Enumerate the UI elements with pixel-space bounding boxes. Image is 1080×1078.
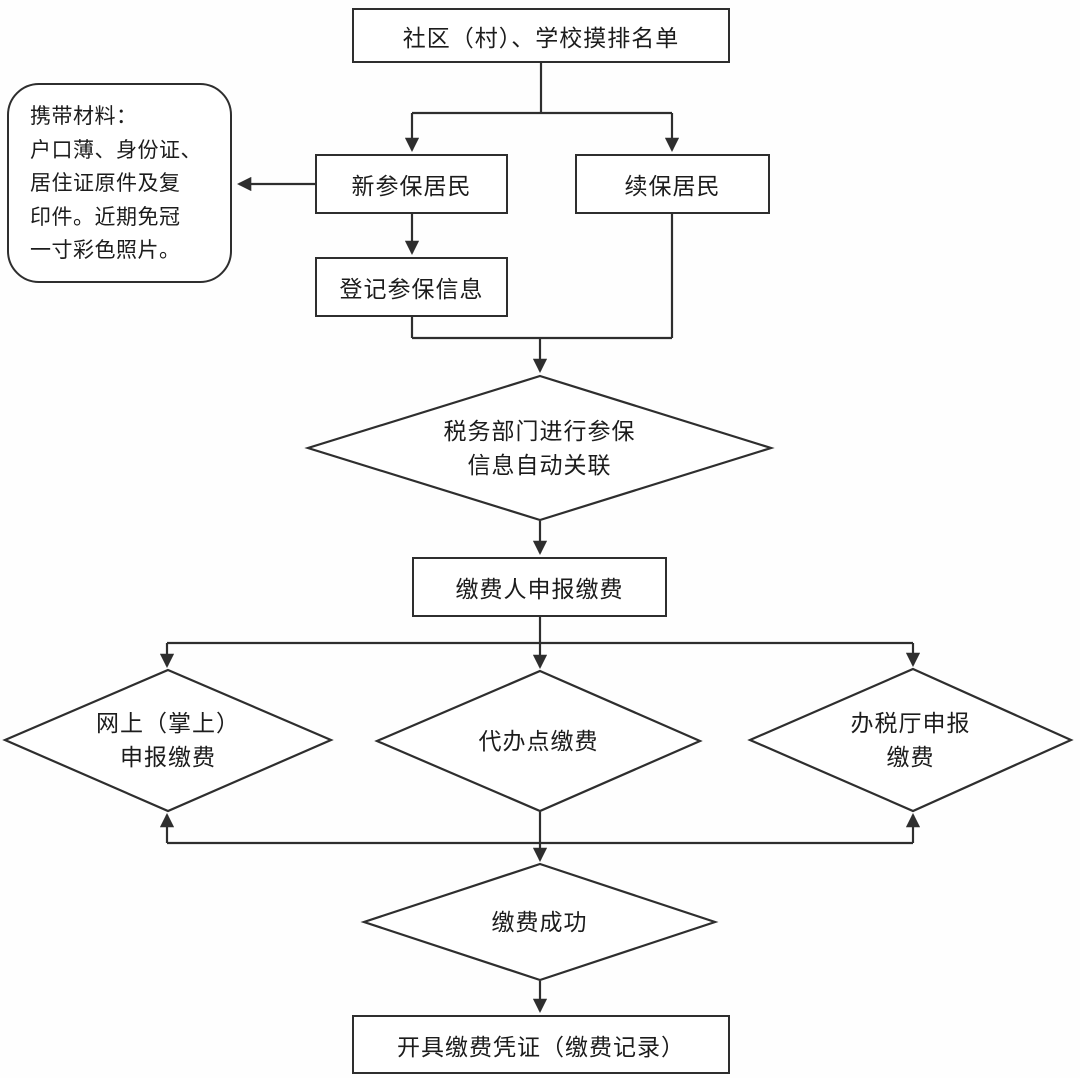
tax-link-diamond-shape [304,374,775,522]
node-survey-list: 社区（村）、学校摸排名单 [352,8,730,63]
materials-note-line: 一寸彩色照片。 [30,238,181,262]
node-new-resident-label: 新参保居民 [351,174,472,199]
node-register-info-label: 登记参保信息 [339,277,484,302]
materials-note-line: 印件。近期免冠 [30,204,181,229]
agent-pay-diamond-shape [374,669,703,813]
materials-note-line: 携带材料： [30,104,138,128]
node-declare-pay-label: 缴费人申报缴费 [455,577,624,602]
node-renew-resident: 续保居民 [575,154,770,214]
materials-note-line: 居住证原件及复 [30,171,181,195]
online-pay-diamond-shape [2,668,334,813]
node-survey-list-label: 社区（村）、学校摸排名单 [402,25,680,51]
node-receipt: 开具缴费凭证（缴费记录） [352,1015,730,1074]
node-declare-pay: 缴费人申报缴费 [412,557,667,617]
node-register-info: 登记参保信息 [315,257,508,317]
node-receipt-label: 开具缴费凭证（缴费记录） [397,1034,685,1060]
node-renew-resident-label: 续保居民 [624,174,721,199]
node-materials-note: 携带材料： 户口薄、身份证、 居住证原件及复 印件。近期免冠 一寸彩色照片。 [7,83,232,283]
materials-note-line: 户口薄、身份证、 [30,137,202,162]
pay-success-diamond-shape [360,862,719,982]
node-new-resident: 新参保居民 [315,154,508,214]
hall-pay-diamond-shape [747,667,1074,813]
